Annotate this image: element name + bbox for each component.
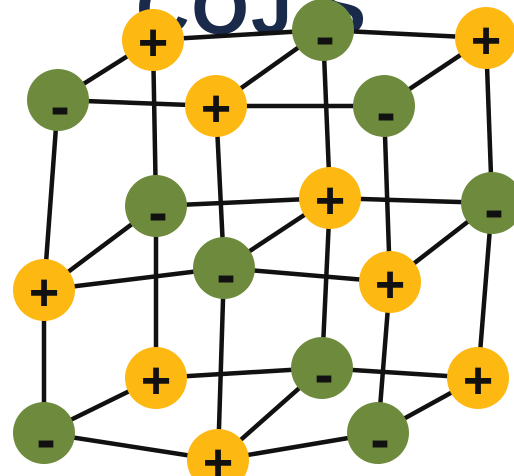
cation-ion: + <box>13 259 75 322</box>
minus-sign-label: - <box>148 180 167 245</box>
minus-sign-label: - <box>484 177 503 242</box>
cation-ion: + <box>185 75 247 138</box>
plus-sign-label: + <box>141 352 171 410</box>
anion-circle <box>193 237 255 299</box>
minus-sign-label: - <box>50 74 69 139</box>
anion-ion: - <box>347 402 409 472</box>
cation-circle <box>299 167 361 229</box>
anion-circle <box>353 75 415 137</box>
minus-sign-label: - <box>36 407 55 472</box>
cation-circle <box>125 347 187 409</box>
cation-circle <box>185 75 247 137</box>
minus-sign-label: - <box>315 4 334 69</box>
anion-circle <box>347 402 409 464</box>
anion-circle <box>461 172 514 234</box>
cation-ion: + <box>122 9 184 72</box>
cation-ion: + <box>125 347 187 410</box>
cation-ion: + <box>447 347 509 410</box>
bond-line <box>41 97 61 293</box>
minus-sign-label: - <box>216 242 235 307</box>
anion-circle <box>27 69 89 131</box>
plus-sign-label: + <box>471 12 501 70</box>
cation-ion: + <box>359 251 421 314</box>
anion-ion: - <box>13 402 75 472</box>
plus-sign-label: + <box>201 80 231 138</box>
plus-sign-label: + <box>138 14 168 72</box>
cation-circle <box>13 259 75 321</box>
cation-circle <box>447 347 509 409</box>
plus-sign-label: + <box>463 352 493 410</box>
anion-ion: - <box>461 172 514 242</box>
anion-ion: - <box>353 75 415 145</box>
minus-sign-label: - <box>370 407 389 472</box>
anion-circle <box>291 337 353 399</box>
anion-ion: - <box>125 175 187 245</box>
minus-sign-label: - <box>376 80 395 145</box>
anion-ion: - <box>193 237 255 307</box>
cation-ion: + <box>455 7 514 70</box>
lattice-ions: -+-+-+-+-+-+-+-+-+ <box>13 0 514 476</box>
anion-circle <box>13 402 75 464</box>
plus-sign-label: + <box>315 172 345 230</box>
plus-sign-label: + <box>203 434 233 476</box>
anion-circle <box>292 0 354 61</box>
cation-circle <box>359 251 421 313</box>
anion-ion: - <box>27 69 89 139</box>
plus-sign-label: + <box>29 264 59 322</box>
lattice-bonds <box>41 27 495 463</box>
anion-ion: - <box>291 337 353 407</box>
plus-sign-label: + <box>375 256 405 314</box>
cation-ion: + <box>187 429 249 476</box>
cation-circle <box>187 429 249 476</box>
anion-ion: - <box>292 0 354 69</box>
cation-ion: + <box>299 167 361 230</box>
bond-line <box>215 265 227 463</box>
cation-circle <box>455 7 514 69</box>
anion-circle <box>125 175 187 237</box>
minus-sign-label: - <box>314 342 333 407</box>
cation-circle <box>122 9 184 71</box>
